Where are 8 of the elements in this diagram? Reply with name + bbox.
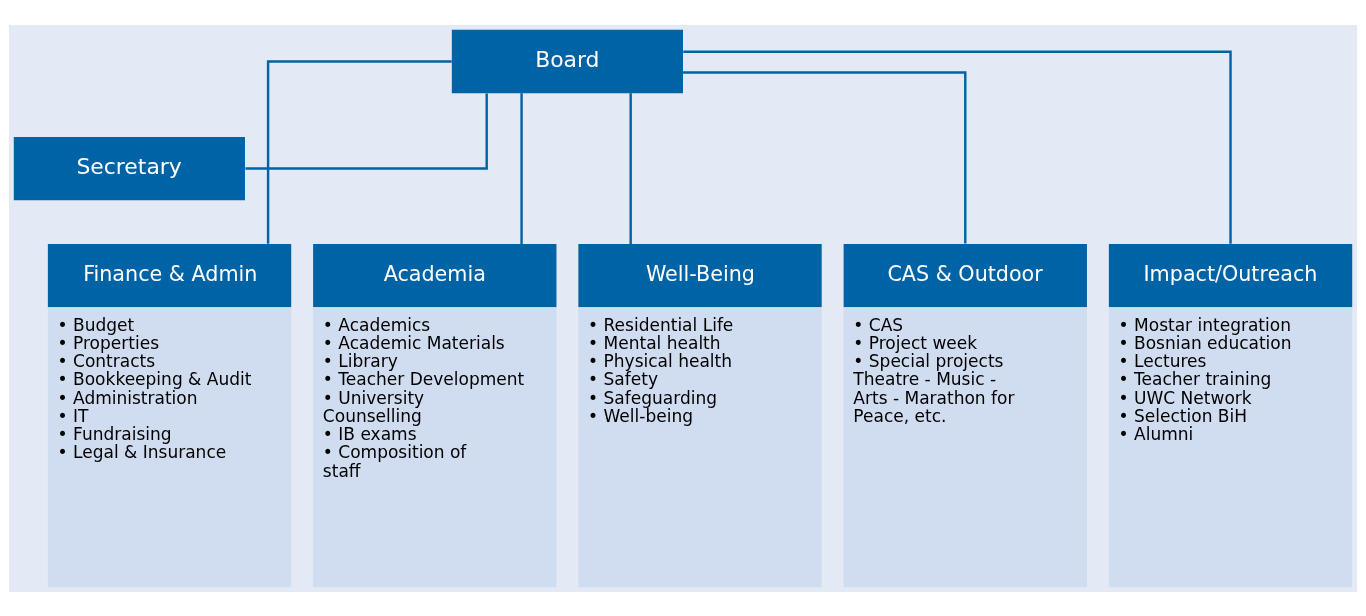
connector <box>266 59 452 244</box>
connector <box>629 92 632 244</box>
connector <box>683 50 1232 244</box>
connector <box>683 70 967 243</box>
node-box: Board <box>451 29 683 93</box>
connector <box>245 93 488 170</box>
connector <box>520 92 523 244</box>
node-box: Secretary <box>13 136 245 200</box>
